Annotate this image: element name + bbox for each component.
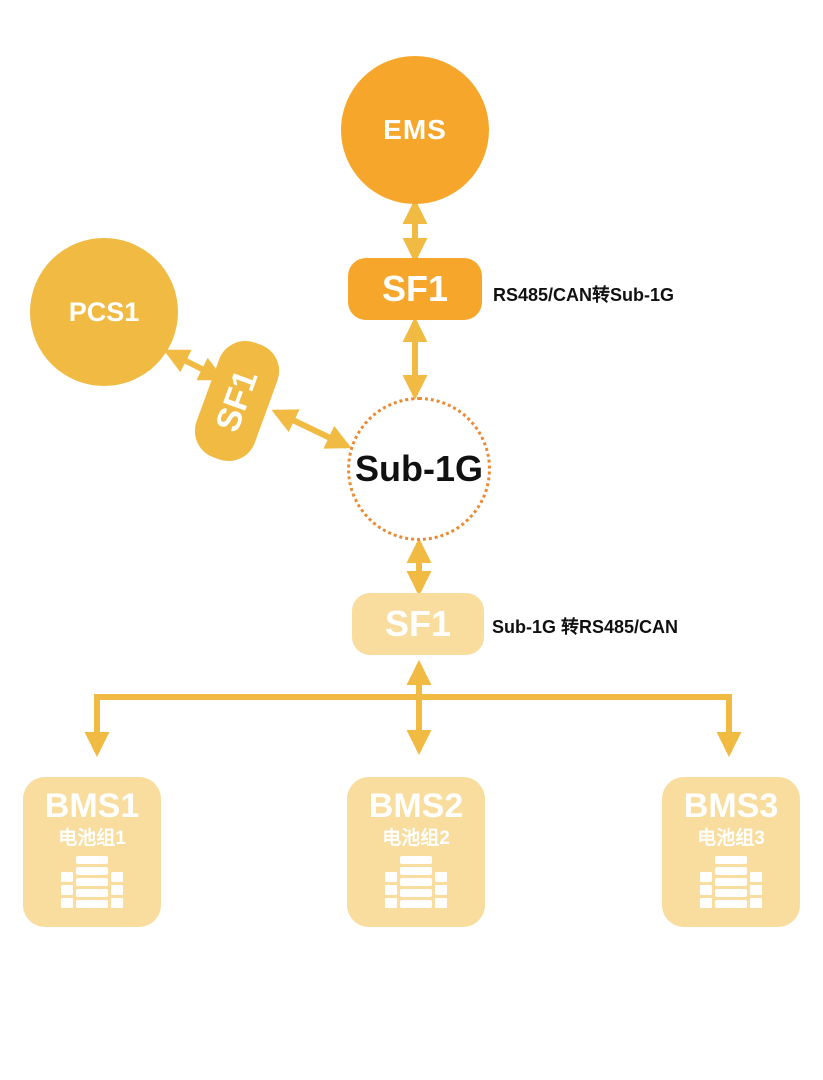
arrow-pcs-sf1 xyxy=(163,349,225,381)
pcs1-node: PCS1 xyxy=(30,238,178,386)
battery-rack-icon xyxy=(385,856,447,908)
battery-rack-icon xyxy=(61,856,123,908)
bms3-node: BMS3 电池组3 xyxy=(662,777,800,927)
bms2-subtitle: 电池组2 xyxy=(382,828,450,849)
sf1-mid-caption: Sub-1G 转RS485/CAN xyxy=(492,617,679,637)
sf1-mid-label: SF1 xyxy=(384,603,452,644)
sub1g-hub-label: Sub-1G xyxy=(354,448,483,489)
bms3-title: BMS3 xyxy=(683,787,779,825)
bms2-title: BMS2 xyxy=(368,787,464,825)
sf1-top-node: SF1 xyxy=(348,258,482,320)
ems-node: EMS xyxy=(341,56,489,204)
sf1-top-label: SF1 xyxy=(381,268,449,309)
bms1-subtitle: 电池组1 xyxy=(58,828,126,849)
battery-rack-icon xyxy=(700,856,762,908)
sub1g-hub: Sub-1G xyxy=(347,397,491,541)
bms1-title: BMS1 xyxy=(44,787,140,825)
bms2-node: BMS2 电池组2 xyxy=(347,777,485,927)
pcs1-label: PCS1 xyxy=(68,296,140,327)
sf1-mid-node: SF1 xyxy=(352,593,484,655)
sf1-left-label: SF1 xyxy=(208,365,266,437)
bms3-subtitle: 电池组3 xyxy=(697,828,765,849)
arrow-sf1-hub-left xyxy=(271,409,352,449)
bms1-node: BMS1 电池组1 xyxy=(23,777,161,927)
sf1-top-caption: RS485/CAN转Sub-1G xyxy=(493,285,675,305)
ems-label: EMS xyxy=(383,114,447,145)
